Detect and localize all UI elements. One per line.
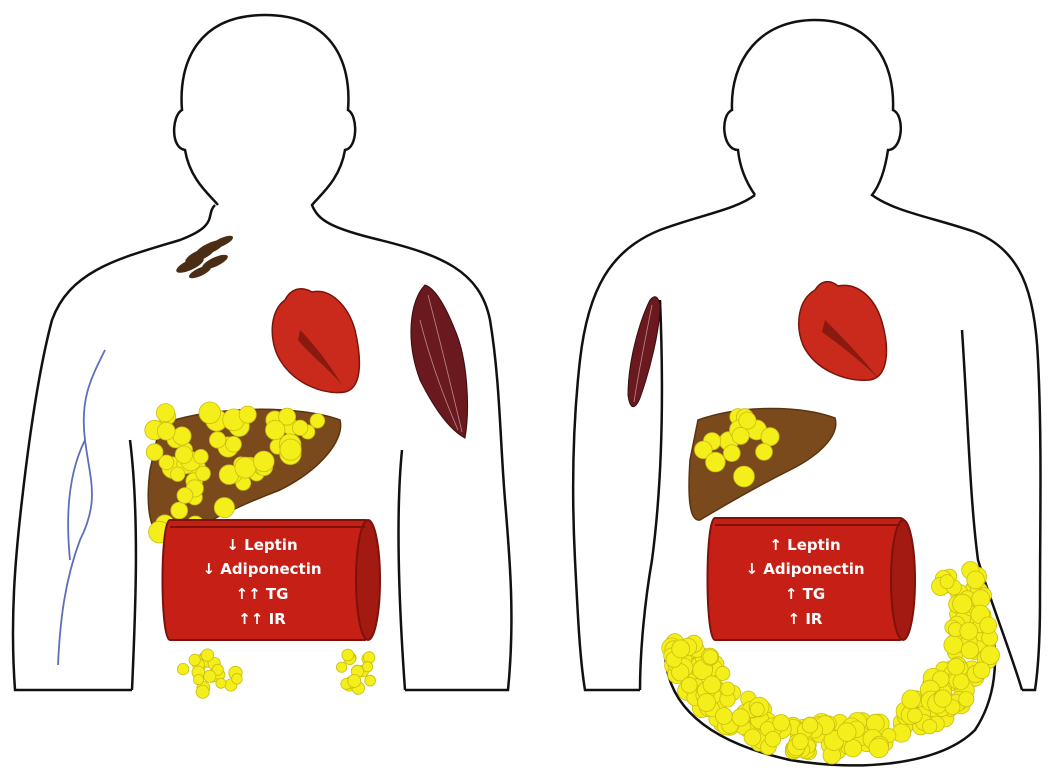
fat-droplet (959, 692, 974, 707)
fat-droplet (961, 642, 978, 659)
fat-droplet (171, 502, 188, 519)
fat-droplet (923, 719, 937, 733)
fat-droplet (838, 723, 857, 742)
fat-droplet (723, 445, 740, 462)
fat-droplet (204, 670, 216, 682)
fat-droplet (189, 654, 200, 665)
lean-brown-fat (174, 233, 234, 280)
lean-heart (272, 289, 359, 393)
obese-heart (799, 282, 887, 381)
fat-droplet (703, 650, 718, 665)
fat-droplet (844, 740, 861, 757)
fat-droplet (266, 420, 285, 439)
fat-droplet (944, 636, 963, 655)
obese-marker-tg: ↑ TG (785, 585, 825, 603)
fat-droplet (171, 467, 185, 481)
lean-vessel: ↓ Leptin ↓ Adiponectin ↑↑ TG ↑↑ IR (163, 520, 381, 640)
fat-droplet (216, 678, 226, 688)
lean-figure: ↓ Leptin ↓ Adiponectin ↑↑ TG ↑↑ IR (13, 15, 511, 698)
fat-droplet (348, 674, 361, 687)
fat-droplet (310, 414, 325, 429)
fat-droplet (960, 622, 978, 640)
fat-droplet (980, 617, 997, 634)
fat-droplet (199, 402, 221, 424)
fat-droplet (175, 446, 192, 463)
fat-droplet (196, 466, 211, 481)
fat-droplet (173, 427, 191, 445)
lean-arm-line-left (130, 440, 136, 690)
fat-droplet (280, 439, 301, 460)
fat-droplet (194, 449, 209, 464)
fat-droplet (907, 708, 922, 723)
fat-droplet (235, 457, 256, 478)
lean-marker-tg: ↑↑ TG (236, 585, 289, 603)
fat-droplet (750, 702, 764, 716)
fat-droplet (239, 406, 256, 423)
fat-droplet (706, 452, 726, 472)
fat-droplet (739, 412, 756, 429)
lean-marker-ir: ↑↑ IR (238, 610, 286, 628)
fat-droplet (716, 708, 733, 725)
lean-marker-adiponectin: ↓ Adiponectin (202, 560, 321, 578)
fat-droplet (703, 676, 721, 694)
fat-droplet (698, 694, 716, 712)
lean-marker-leptin: ↓ Leptin (226, 536, 297, 554)
lean-arm-line-right (399, 450, 405, 690)
fat-droplet (732, 709, 749, 726)
fat-droplet (201, 649, 213, 661)
obese-marker-ir: ↑ IR (788, 610, 823, 628)
fat-droplet (756, 444, 773, 461)
obese-vessel: ↑ Leptin ↓ Adiponectin ↑ TG ↑ IR (708, 518, 916, 640)
fat-droplet (802, 717, 818, 733)
fat-droplet (363, 662, 373, 672)
obese-liver (689, 408, 836, 520)
fat-droplet (761, 428, 779, 446)
fat-droplet (973, 662, 990, 679)
fat-droplet (365, 675, 376, 686)
fat-droplet (157, 422, 175, 440)
fat-droplet (934, 690, 951, 707)
fat-droplet (214, 498, 234, 518)
lean-fat-cluster-right (336, 649, 375, 694)
fat-droplet (342, 649, 354, 661)
fat-droplet (940, 575, 954, 589)
fat-droplet (196, 685, 209, 698)
fat-droplet (765, 731, 781, 747)
fat-droplet (902, 690, 921, 709)
fat-droplet (953, 594, 972, 613)
obese-muscle (628, 297, 660, 407)
fat-droplet (732, 427, 749, 444)
fat-droplet (773, 715, 790, 732)
fat-droplet (953, 674, 969, 690)
fat-droplet (209, 432, 225, 448)
fat-droplet (253, 451, 274, 472)
fat-droplet (967, 571, 985, 589)
fat-droplet (734, 466, 755, 487)
fat-droplet (792, 734, 808, 750)
obese-figure: ↑ Leptin ↓ Adiponectin ↑ TG ↑ IR (573, 20, 1040, 765)
fat-droplet (232, 674, 243, 685)
fat-droplet (226, 436, 242, 452)
fat-droplet (672, 640, 690, 658)
lean-fat-cluster-left (177, 649, 242, 699)
fat-droplet (177, 488, 193, 504)
fat-droplet (156, 404, 174, 422)
fat-droplet (177, 663, 188, 674)
obese-marker-adiponectin: ↓ Adiponectin (745, 560, 864, 578)
fat-droplet (159, 455, 174, 470)
fat-droplet (981, 646, 1000, 665)
fat-droplet (681, 677, 697, 693)
lean-muscle (411, 285, 468, 438)
fat-droplet (948, 658, 965, 675)
fat-droplet (336, 662, 346, 672)
lean-vein (58, 350, 105, 665)
fat-droplet (194, 675, 204, 685)
fat-droplet (721, 682, 735, 696)
fat-droplet (744, 729, 761, 746)
fat-droplet (869, 738, 889, 758)
fat-droplet (293, 420, 308, 435)
obese-marker-leptin: ↑ Leptin (769, 536, 840, 554)
